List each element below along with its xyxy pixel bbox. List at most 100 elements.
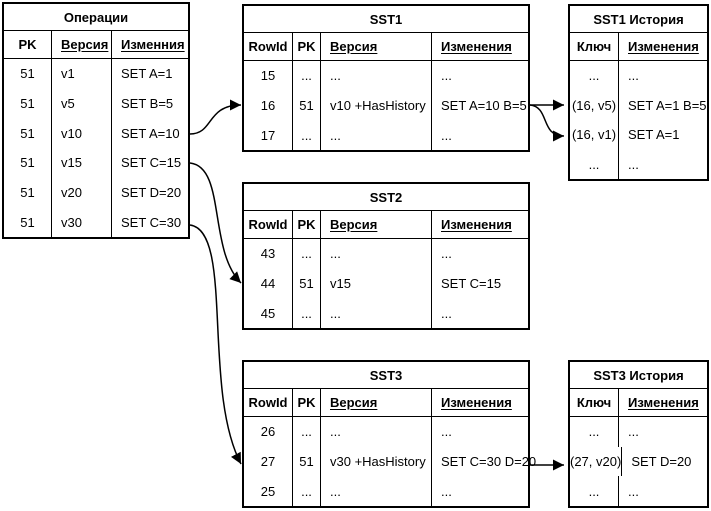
table-cell: SET A=1 B=5 <box>618 90 707 120</box>
table-cell: (16, v1) <box>571 127 617 143</box>
table-cell: 51 <box>20 96 35 111</box>
table-cell: v30 <box>51 207 111 238</box>
table-cell: ... <box>431 417 528 447</box>
table-cell: 26 <box>260 424 276 440</box>
table-cell: 51 <box>20 155 35 171</box>
table-cell: ... <box>431 298 528 329</box>
header-cell: Изменения <box>618 389 707 416</box>
table-cell: ... <box>292 298 320 329</box>
table-cell: ... <box>320 417 431 447</box>
table-cell: v15 <box>320 268 431 299</box>
table-cell: SET D=20 <box>111 177 188 208</box>
header-cell: RowId <box>248 217 288 232</box>
table-cell: ... <box>292 120 320 151</box>
arrow-operations-v30-to-sst3-row27 <box>189 224 242 465</box>
table-cell: ... <box>618 417 707 447</box>
table-cell: v1 <box>51 59 111 89</box>
table-cell: 51 <box>292 446 320 477</box>
table-row: 26......... <box>244 417 528 447</box>
table-cell: 17 <box>260 127 276 143</box>
table-cell: ... <box>292 239 320 269</box>
table-cell: ... <box>431 120 528 151</box>
table-cell: SET C=30 D=20 <box>431 446 536 477</box>
table-cell: SET B=5 <box>111 88 188 119</box>
header-cell: Изменения <box>431 33 528 60</box>
table-cell: 43 <box>260 246 276 262</box>
table-title: SST1 <box>244 6 528 33</box>
table-row: ...... <box>570 417 707 447</box>
table-cell: 15 <box>260 68 276 84</box>
table-title: SST1 История <box>570 6 707 33</box>
table-cell: 51 <box>20 214 35 230</box>
table-row: (27, v20)SET D=20 <box>570 446 707 477</box>
table-cell: 51 <box>20 185 35 201</box>
table-title: SST3 <box>244 362 528 389</box>
header-cell: PK <box>292 389 320 416</box>
header-cell: Версия <box>320 33 431 60</box>
table-cell: v20 <box>51 177 111 208</box>
table-cell: ... <box>320 61 431 91</box>
arrow-operations-v10-to-sst1-row16 <box>189 99 242 135</box>
table-cell: SET C=15 <box>431 268 528 299</box>
table-cell: ... <box>618 476 707 507</box>
header-cell: Версия <box>320 211 431 238</box>
header-cell: RowId <box>248 395 288 410</box>
header-cell: Ключ <box>576 39 612 54</box>
table-cell: SET A=10 B=5 <box>431 90 528 121</box>
table-cell: 27 <box>260 454 276 469</box>
header-cell: Изменения <box>431 211 528 238</box>
table-cell: 16 <box>260 98 276 113</box>
table-cell: (16, v5) <box>571 97 617 113</box>
table-cell: 51 <box>292 90 320 121</box>
table-row: 25......... <box>244 476 528 507</box>
table-cell: 51 <box>20 66 35 82</box>
table-cell: ... <box>431 61 528 91</box>
table-cell: 51 <box>292 268 320 299</box>
table-cell: ... <box>588 424 600 440</box>
table-cell: ... <box>320 239 431 269</box>
table-cell: 51 <box>20 125 35 141</box>
table-cell: ... <box>320 120 431 151</box>
table-cell: v15 <box>51 148 111 178</box>
table-cell: SET C=15 <box>111 148 188 178</box>
table-cell: SET C=30 <box>111 207 188 238</box>
table-cell: SET D=20 <box>621 446 707 477</box>
table-cell: 25 <box>260 483 276 499</box>
header-cell: Изменния <box>111 31 188 58</box>
table-cell: SET A=10 <box>111 118 188 149</box>
table-title: SST3 История <box>570 362 707 389</box>
table-cell: ... <box>588 156 600 172</box>
header-cell: PK <box>292 211 320 238</box>
table-cell: ... <box>588 483 600 499</box>
table-cell: ... <box>320 476 431 507</box>
table-body: ......(16, v5)SET A=1 B=5(16, v1)SET A=1… <box>570 61 707 179</box>
table-cell: (27, v20) <box>570 454 622 469</box>
table-cell: ... <box>588 68 600 84</box>
table-body: ......(27, v20)SET D=20...... <box>570 417 707 507</box>
header-cell: PK <box>292 33 320 60</box>
table-cell: v10 +HasHistory <box>320 90 431 121</box>
table-row: ...... <box>570 61 707 91</box>
header-cell: Версия <box>51 31 111 58</box>
table-cell: ... <box>431 476 528 507</box>
table-cell: ... <box>320 298 431 329</box>
